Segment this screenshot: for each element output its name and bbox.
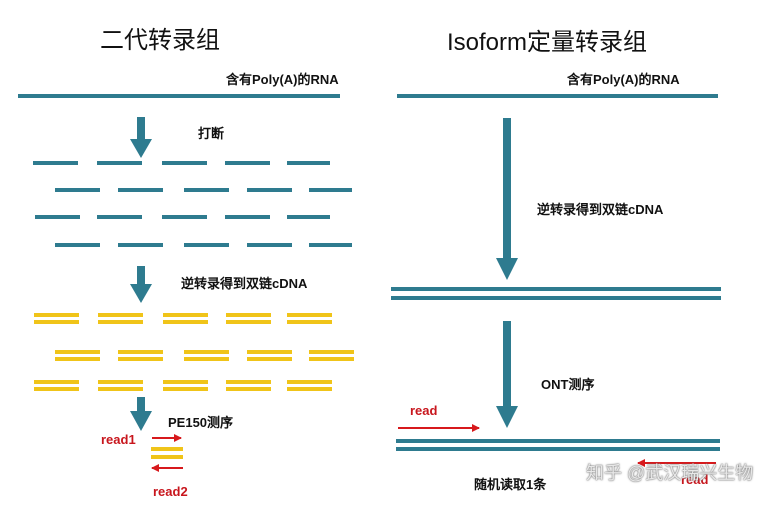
read1-label: read1 <box>101 432 136 447</box>
left-arrow-reverse <box>130 266 152 303</box>
watermark: 知乎 @武汉瑞兴生物 <box>586 463 754 483</box>
fragment-label: 打断 <box>198 126 225 141</box>
cdna-fragments <box>34 313 354 391</box>
right-read-left-label: read <box>410 403 438 418</box>
right-title: Isoform定量转录组 <box>447 29 648 56</box>
pe150-label: PE150测序 <box>168 415 234 430</box>
right-arrow-sequencing <box>496 321 518 428</box>
left-reverse-label: 逆转录得到双链cDNA <box>181 276 308 291</box>
ont-label: ONT测序 <box>541 377 595 392</box>
right-full-cdna <box>391 287 721 300</box>
left-title: 二代转录组 <box>100 27 220 54</box>
right-arrow-reverse <box>496 118 518 280</box>
rna-fragments <box>33 161 352 247</box>
right-read-right-label: read <box>681 472 709 487</box>
right-reverse-label: 逆转录得到双链cDNA <box>537 202 664 217</box>
left-rna-label: 含有Poly(A)的RNA <box>226 72 339 87</box>
left-rna-strand <box>18 94 340 98</box>
left-arrow-sequencing <box>130 397 152 431</box>
right-rna-label: 含有Poly(A)的RNA <box>567 72 680 87</box>
right-rna-strand <box>397 94 718 98</box>
left-arrow-fragment <box>130 117 152 158</box>
ont-reads <box>396 424 720 467</box>
random-read-label: 随机读取1条 <box>474 477 547 492</box>
read2-label: read2 <box>153 484 188 499</box>
pe-read-pair <box>151 434 183 472</box>
